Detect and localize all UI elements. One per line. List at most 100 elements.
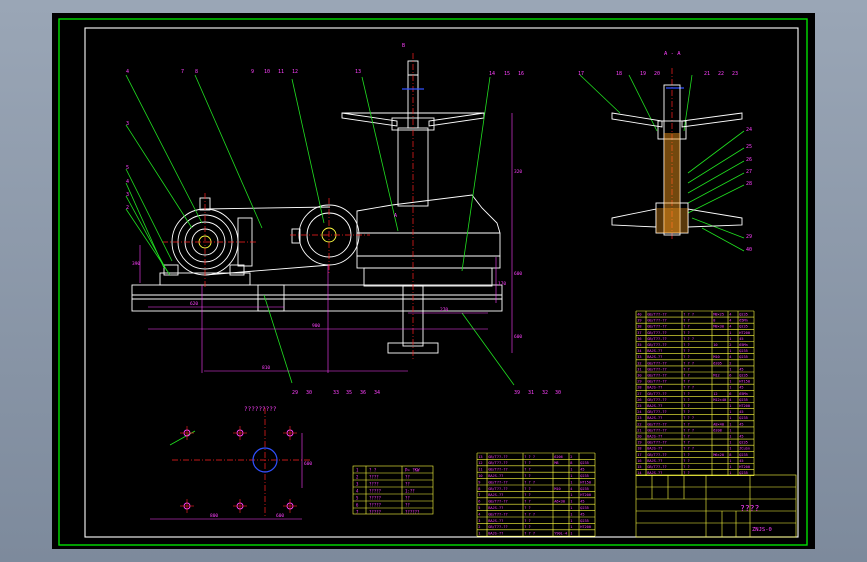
bom-cell: GB/T??-?? — [647, 392, 666, 396]
bom-cell: 1 — [570, 493, 572, 497]
bom-cell: 6205 — [713, 361, 722, 365]
bom-cell: BAJS-?? — [647, 355, 662, 359]
callout-number: 12 — [292, 69, 298, 75]
bom-cell: 33 — [637, 355, 641, 359]
spec-table-text: 1? ?P= ?KW2??????3??????4?????1:??5?????… — [356, 468, 420, 515]
spec-cell: 4 — [356, 489, 359, 494]
bom-cell: 22 — [637, 422, 641, 426]
plan-title: ????????? — [244, 406, 277, 413]
bom-cell: ? ? — [683, 319, 690, 323]
bom-cell: GB/T??-?? — [647, 422, 666, 426]
bom-cell: GB/T??-?? — [647, 374, 666, 378]
bom-cell: 24 — [637, 410, 641, 414]
bom-cell: ? ? — [524, 493, 531, 497]
bom-cell: 1 — [729, 422, 731, 426]
callout-number: 34 — [374, 390, 380, 396]
bom-cell: Q235 — [580, 487, 589, 491]
bom-cell: Y90L-4 — [554, 532, 567, 536]
bom-cell: GB/T??-?? — [647, 428, 666, 432]
bom-cell: 1 — [729, 380, 731, 384]
bom-cell: 1 — [570, 512, 572, 516]
dimension-label: 600 — [276, 513, 284, 519]
bom-cell: GB/T??-?? — [647, 465, 666, 469]
drive-belt-top — [204, 206, 331, 210]
bom-cell: 34 — [637, 349, 641, 353]
bom-cell: 32 — [637, 361, 641, 365]
bom-cell: 1 — [729, 471, 731, 475]
bom-cell: 45 — [580, 512, 584, 516]
base-frame-bottom — [131, 298, 503, 312]
bom-cell: 1 — [729, 410, 731, 414]
bom-cell: 1 — [478, 532, 480, 536]
bom-cell: 65Mn — [739, 392, 748, 396]
callout-number: 4 — [126, 69, 129, 75]
bom-cell: 45 — [739, 337, 743, 341]
bom-cell: 1 — [570, 500, 572, 504]
bom-cell: 4 — [729, 398, 731, 402]
bom-cell: GB/T??-?? — [647, 325, 666, 329]
bom-cell: ? ? ? — [524, 455, 535, 459]
spec-cell: ???? — [369, 475, 379, 480]
bom-cell: ? ? — [683, 367, 690, 371]
spec-cell: 5 — [356, 496, 359, 501]
bom-cell: 38 — [637, 325, 641, 329]
bom-cell: GB/T??-?? — [647, 337, 666, 341]
bom-cell: ? ? — [683, 392, 690, 396]
callout-number: 27 — [746, 169, 752, 175]
bom-cell: ? ? ? — [683, 361, 694, 365]
bom-cell: ? ? — [524, 468, 531, 472]
spec-cell: ???? — [369, 482, 379, 487]
callout-number: 21 — [704, 71, 710, 77]
bom-cell: 2 — [570, 455, 572, 459]
bom-cell: ? ? — [683, 453, 690, 457]
section-a-a-view — [611, 84, 743, 236]
bom-cell: 1 — [570, 532, 572, 536]
callout-number: 30 — [306, 390, 312, 396]
bom-cell: ? ? ? — [524, 532, 535, 536]
spec-cell: ????? — [369, 496, 382, 501]
bom-cell: BAJS-?? — [488, 519, 503, 523]
callout-number: 3 — [126, 192, 129, 198]
spec-cell: ?? — [405, 503, 410, 508]
bom-cell: 1 — [729, 337, 731, 341]
bom-cell: ? ? — [524, 487, 531, 491]
spreader-disk-left — [341, 112, 398, 127]
bom-cell: HT150 — [739, 380, 750, 384]
bom-cell: Q235 — [580, 474, 589, 478]
bom-cell: ? ? ? — [524, 480, 535, 484]
bom-cell: 45 — [580, 500, 584, 504]
callout-number: 16 — [518, 71, 524, 77]
bom-cell: ? ? — [524, 500, 531, 504]
bom-cell: A8×40 — [713, 422, 724, 426]
bom-cell: 14 — [637, 471, 641, 475]
bom-cell: ? ? — [683, 349, 690, 353]
bom-cell: 65Mn — [739, 319, 748, 323]
callout-number: 10 — [264, 69, 270, 75]
section-hatch — [664, 133, 680, 233]
callout-number: 29 — [746, 234, 752, 240]
callout-number: 29 — [292, 390, 298, 396]
bom-cell: M8×30 — [713, 325, 724, 329]
bom-cell: ? ? ? — [683, 447, 694, 451]
bom-cell: ? ? — [683, 343, 690, 347]
bom-cell: 15 — [637, 465, 641, 469]
bom-cell: 6206 — [554, 455, 563, 459]
bom-cell: 36 — [637, 337, 641, 341]
bom-cell: A6×30 — [554, 500, 565, 504]
bom-cell: Q235 — [580, 461, 589, 465]
inner-frame — [84, 27, 799, 538]
bom-cell: 37 — [637, 331, 641, 335]
drawing-code: ZNJS-0 — [752, 527, 772, 533]
dimension-label: 800 — [210, 513, 218, 519]
callout-number: 5 — [126, 165, 129, 171]
bom-cell: M6×20 — [713, 453, 724, 457]
bom-cell: GB/T??-?? — [488, 455, 507, 459]
bom-cell: 8 — [570, 461, 572, 465]
bom-cell: 40 — [637, 313, 641, 317]
bom-cell: 1 — [570, 474, 572, 478]
bom-cell: 1 — [570, 506, 572, 510]
